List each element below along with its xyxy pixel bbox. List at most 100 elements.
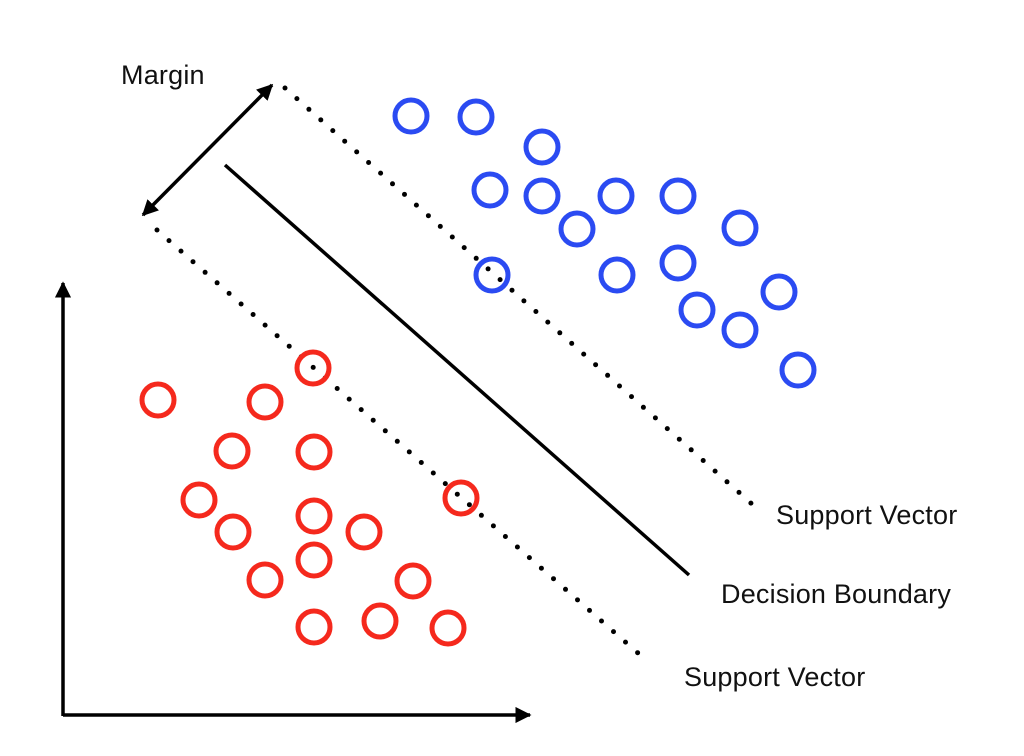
- dotted-line-dot: [557, 330, 563, 336]
- class-blue-point: [760, 273, 798, 311]
- dotted-line-dot: [413, 202, 419, 208]
- dotted-line-dot: [202, 269, 208, 275]
- decision-boundary-line: [223, 163, 691, 577]
- dotted-line-dot: [478, 512, 484, 518]
- dotted-line-dot: [605, 372, 611, 378]
- dotted-line-dot: [712, 468, 718, 474]
- lines-layer: [54, 83, 754, 724]
- dotted-line-dot: [318, 117, 324, 123]
- dotted-line-dot: [569, 340, 575, 346]
- dotted-line-dot: [736, 489, 742, 495]
- class-red-point: [361, 602, 399, 640]
- class-blue-point: [678, 291, 716, 329]
- class-red-point: [295, 541, 333, 579]
- dotted-line-dot: [310, 364, 316, 370]
- dotted-line-dot: [274, 333, 280, 339]
- class-blue-point: [523, 177, 561, 215]
- class-blue-point: [392, 97, 430, 135]
- dotted-line-dot: [334, 386, 340, 391]
- dotted-line-dot: [425, 213, 431, 219]
- dotted-line-dot: [294, 96, 300, 102]
- dotted-line-dot: [617, 383, 622, 389]
- dotted-line-dot: [490, 523, 496, 529]
- dotted-line-dot: [551, 576, 556, 582]
- dotted-line-dot: [262, 322, 268, 328]
- class-red-point: [429, 609, 467, 647]
- dotted-line-dot: [521, 298, 527, 304]
- dotted-line-dot: [533, 309, 539, 314]
- dotted-line-dot: [454, 491, 460, 497]
- dotted-line-dot: [437, 223, 443, 229]
- dotted-line-dot: [526, 555, 532, 561]
- dotted-line-dot: [502, 534, 508, 539]
- support-vector-upper-label: Support Vector: [776, 500, 958, 530]
- dotted-line-dot: [461, 245, 467, 251]
- dotted-line-dot: [358, 407, 364, 413]
- dotted-line-dot: [354, 149, 360, 155]
- class-blue-point: [558, 210, 596, 248]
- class-red-point: [139, 381, 177, 419]
- dotted-line-dot: [178, 248, 184, 254]
- dotted-line-dot: [538, 565, 544, 571]
- dotted-line-dot: [497, 277, 503, 283]
- dotted-line-dot: [430, 470, 436, 476]
- dotted-line-dot: [226, 290, 232, 296]
- class-red-point: [214, 513, 252, 551]
- dotted-line-dot: [346, 396, 352, 402]
- dotted-line-dot: [238, 301, 244, 307]
- dotted-line-dot: [378, 170, 384, 176]
- dotted-line-dot: [599, 618, 604, 624]
- dotted-line-dot: [563, 586, 568, 592]
- dotted-line-dot: [366, 160, 372, 165]
- class-blue-point: [523, 128, 561, 166]
- support-vector-lower-label: Support Vector: [684, 662, 866, 692]
- support-vector-line-upper: [282, 85, 754, 506]
- class-red-point-support-vector: [294, 349, 332, 387]
- dotted-line-dot: [442, 481, 448, 487]
- dotted-line-dot: [286, 343, 292, 349]
- dotted-line-dot: [330, 128, 336, 134]
- class-blue-point-support-vector: [473, 256, 511, 294]
- class-red-point: [295, 497, 333, 535]
- dotted-line-dot: [635, 650, 641, 656]
- dotted-line-dot: [214, 280, 220, 286]
- dotted-line-dot: [370, 417, 376, 423]
- dotted-line-dot: [611, 629, 616, 635]
- dotted-line-dot: [406, 449, 412, 455]
- class-blue-point: [659, 244, 697, 282]
- dotted-line-dot: [629, 394, 634, 400]
- dotted-line-dot: [466, 502, 472, 508]
- dotted-line-dot: [587, 607, 592, 613]
- support-vector-line-lower: [154, 227, 641, 656]
- dotted-line-dot: [688, 447, 694, 453]
- dotted-line-dot: [623, 639, 628, 645]
- dotted-line-dot: [748, 500, 754, 506]
- dotted-line-dot: [700, 458, 706, 463]
- dotted-line-dot: [394, 438, 400, 444]
- data-points-layer: [139, 97, 817, 647]
- class-red-point: [394, 562, 432, 600]
- dotted-line-dot: [282, 85, 288, 91]
- dotted-line-dot: [581, 351, 587, 357]
- class-blue-point: [457, 98, 495, 136]
- dotted-line-dot: [485, 266, 491, 272]
- dotted-line-dot: [640, 404, 646, 410]
- margin-arrow: [141, 83, 274, 217]
- dotted-line-dot: [449, 234, 455, 240]
- margin-label: Margin: [121, 60, 205, 90]
- class-blue-point: [471, 171, 509, 209]
- dotted-line-dot: [724, 479, 730, 485]
- class-blue-point: [597, 177, 635, 215]
- class-red-point: [246, 383, 284, 421]
- class-red-point: [295, 608, 333, 646]
- dotted-line-dot: [575, 597, 580, 603]
- dotted-line-dot: [676, 436, 682, 442]
- class-red-point: [213, 432, 251, 470]
- dotted-line-dot: [652, 415, 658, 421]
- dotted-line-dot: [382, 428, 388, 434]
- class-red-point-support-vector: [442, 479, 480, 517]
- class-red-point: [246, 561, 284, 599]
- class-blue-point: [598, 256, 636, 294]
